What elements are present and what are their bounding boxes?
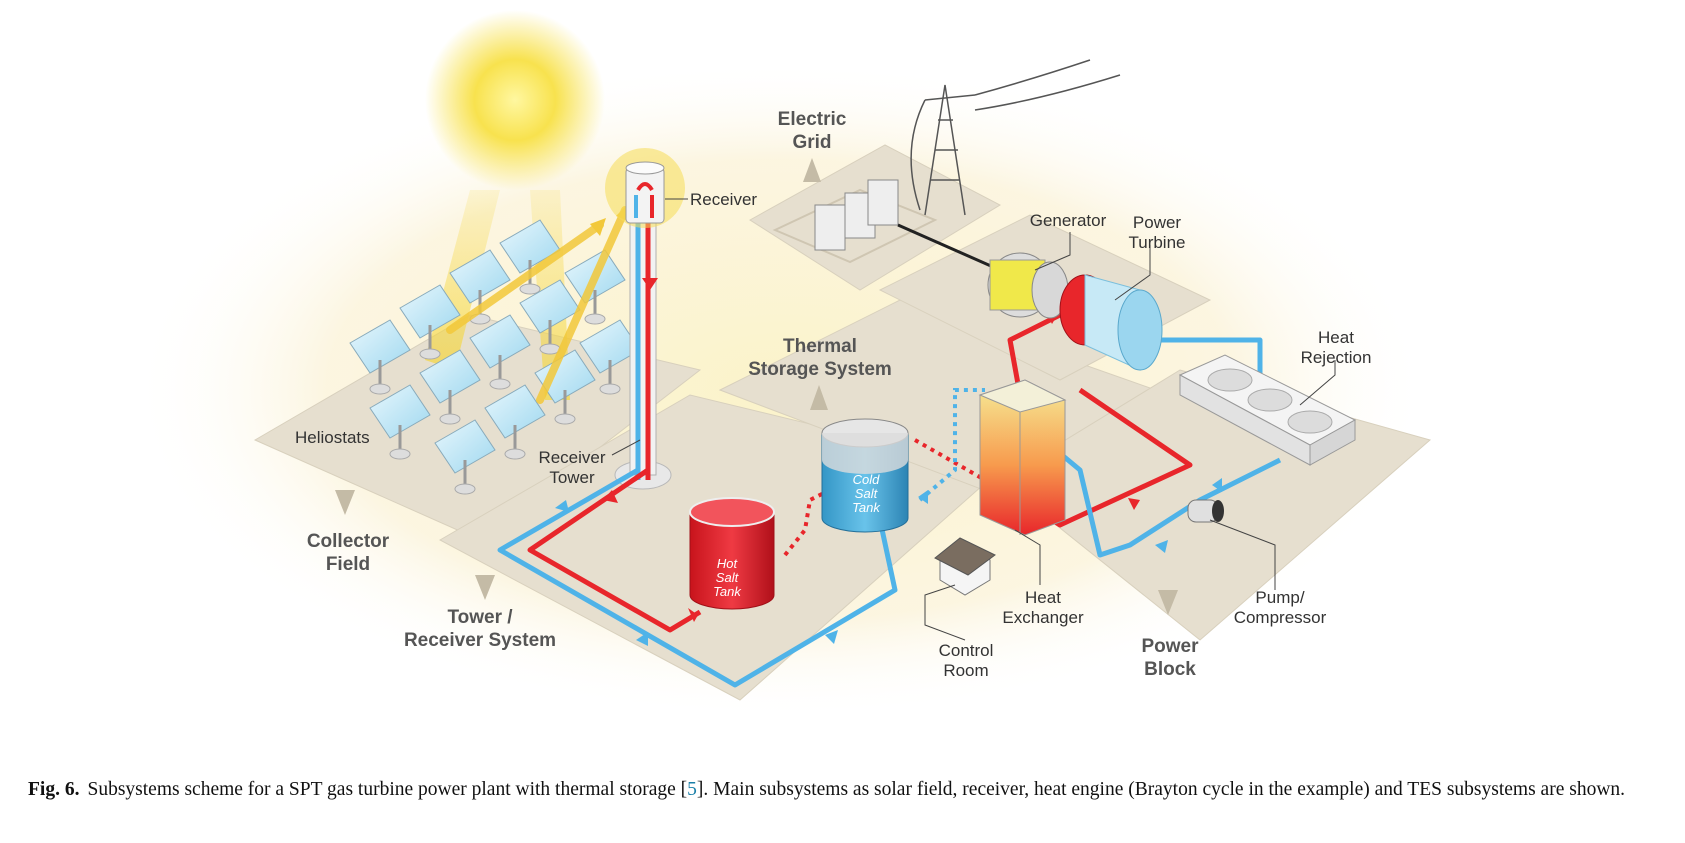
cold-salt-tank-label-line1: Cold bbox=[853, 472, 881, 487]
power-turbine-label-line2: Turbine bbox=[1128, 233, 1185, 252]
heliostat bbox=[469, 314, 531, 390]
receiver-tower-label-line1: Receiver bbox=[538, 448, 605, 467]
figure-caption: Fig. 6. Subsystems scheme for a SPT gas t… bbox=[28, 776, 1664, 803]
control-room-label-line2: Room bbox=[943, 661, 988, 680]
collector-field-label-line2: Field bbox=[326, 554, 370, 575]
cold-salt-tank-label-line2: Salt bbox=[855, 486, 879, 501]
heliostat-array bbox=[349, 219, 641, 495]
transmission-pylon bbox=[910, 59, 1121, 216]
generator bbox=[987, 252, 1069, 319]
heat-exchanger-label-line2: Exchanger bbox=[1002, 608, 1084, 627]
heat-rejection-label-line2: Rejection bbox=[1301, 348, 1372, 367]
control-room-label-line1: Control bbox=[939, 641, 994, 660]
leader-lines bbox=[611, 198, 1336, 641]
heliostat bbox=[434, 419, 496, 495]
heliostat bbox=[484, 384, 546, 460]
hot-salt-tank-label-line2: Salt bbox=[716, 570, 740, 585]
electric-grid-label-line2: Grid bbox=[792, 132, 831, 153]
heliostat bbox=[449, 249, 511, 325]
cold-salt-tank-label-line3: Tank bbox=[852, 500, 881, 515]
heliostat bbox=[399, 284, 461, 360]
caption-reference-link[interactable]: 5 bbox=[687, 779, 697, 800]
region-pointers bbox=[335, 158, 1178, 615]
dotted-flow-lines bbox=[783, 388, 1002, 557]
heat-rejection-label-line1: Heat bbox=[1318, 328, 1354, 347]
hot-salt-tank bbox=[689, 497, 775, 610]
control-room bbox=[934, 537, 996, 596]
pump-compressor-label-line2: Compressor bbox=[1234, 608, 1327, 627]
transformer-station bbox=[772, 179, 1001, 272]
hot-salt-tank-label-line3: Tank bbox=[713, 584, 742, 599]
collector-field-label-line1: Collector bbox=[307, 531, 390, 552]
diagram-figure: Hot Salt Tank Cold Salt Tank bbox=[130, 10, 1432, 720]
heliostat bbox=[369, 384, 431, 460]
caption-text-part1: Subsystems scheme for a SPT gas turbine … bbox=[87, 779, 688, 800]
sun-icon bbox=[425, 10, 605, 190]
electric-grid-label-line1: Electric bbox=[778, 109, 847, 130]
heliostats-label: Heliostats bbox=[295, 428, 370, 447]
generator-label: Generator bbox=[1030, 211, 1107, 230]
caption-figure-label: Fig. 6. bbox=[28, 779, 80, 800]
heliostat bbox=[419, 349, 481, 425]
thermal-storage-label-line1: Thermal bbox=[783, 336, 857, 357]
power-block-label-line1: Power bbox=[1141, 636, 1199, 657]
pump-compressor-label-line1: Pump/ bbox=[1255, 588, 1304, 607]
pump-compressor bbox=[1187, 499, 1224, 523]
receiver-label: Receiver bbox=[690, 190, 757, 209]
heat-exchanger bbox=[978, 379, 1067, 536]
heat-exchanger-label-line1: Heat bbox=[1025, 588, 1061, 607]
receiver-tower bbox=[614, 209, 672, 490]
heliostat bbox=[349, 319, 411, 395]
receiver bbox=[605, 148, 685, 228]
power-turbine bbox=[1059, 274, 1163, 371]
hot-salt-tank-label-line1: Hot bbox=[717, 556, 739, 571]
caption-text-part2: ]. Main subsystems as solar field, recei… bbox=[696, 779, 1626, 800]
thermal-storage-label-line2: Storage System bbox=[748, 359, 892, 380]
tower-receiver-label-line1: Tower / bbox=[447, 607, 513, 628]
heliostat bbox=[579, 319, 641, 395]
tower-receiver-label-line2: Receiver System bbox=[404, 630, 556, 651]
cold-salt-tank bbox=[821, 418, 909, 533]
power-turbine-label-line1: Power bbox=[1133, 213, 1182, 232]
plant-diagram: Hot Salt Tank Cold Salt Tank bbox=[130, 10, 1432, 720]
receiver-tower-label-line2: Tower bbox=[549, 468, 595, 487]
heat-rejection-unit bbox=[1178, 354, 1357, 466]
power-block-label-line2: Block bbox=[1144, 659, 1196, 680]
reflected-rays bbox=[446, 206, 629, 404]
